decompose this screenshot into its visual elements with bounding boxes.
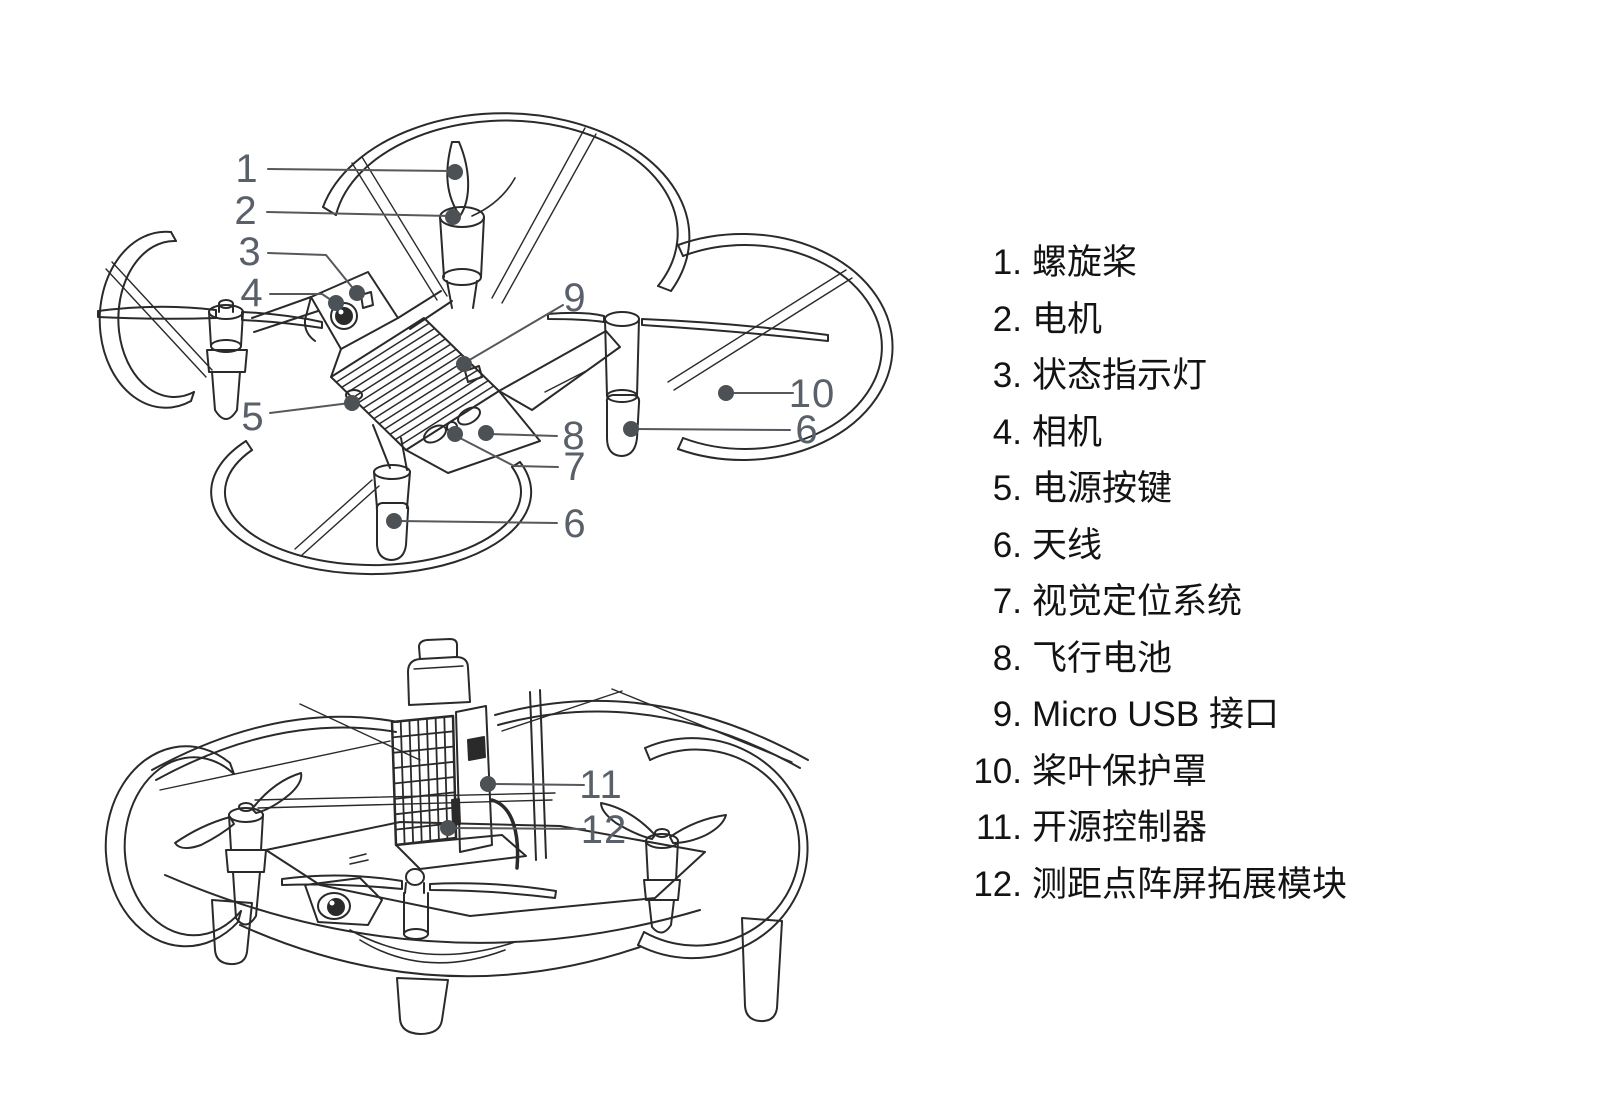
- module-top-clip: [418, 638, 458, 660]
- callout-label-6-right: 6: [795, 408, 819, 452]
- callout-label-5: 5: [241, 395, 265, 439]
- rear-propeller-guards: [151, 688, 809, 791]
- center-motor-propeller: [281, 868, 557, 940]
- landing-feet: [211, 899, 783, 1035]
- legend-item-6: 6.天线: [938, 517, 1347, 574]
- legend-item-5: 5. 电源按键: [938, 460, 1347, 517]
- brand-logo-mark: [349, 853, 369, 865]
- callout-label-2: 2: [234, 189, 258, 233]
- module-cable: [490, 798, 520, 870]
- top-motor-propeller: [439, 141, 516, 309]
- legend-item-number: 11.: [975, 808, 1022, 847]
- legend-item-number: 2.: [992, 299, 1022, 339]
- legend-item-7: 7. 视觉定位系统: [938, 573, 1347, 630]
- legend-item-label: 天线: [1032, 525, 1103, 565]
- right-motor-antenna: [547, 311, 829, 457]
- legend-item-label: 视觉定位系统: [1032, 582, 1243, 621]
- legend-item-number: 4.: [992, 412, 1022, 452]
- antenna-right: [605, 394, 641, 457]
- dot-matrix-screen: [390, 714, 458, 847]
- callout-label-4: 4: [240, 271, 264, 315]
- legend-item-4: 4.相机: [938, 404, 1347, 461]
- micro-usb-port: [464, 365, 483, 383]
- legend-item-label: 螺旋桨: [1032, 243, 1138, 282]
- legend-item-number: 5.: [992, 469, 1022, 508]
- legend-item-2: 2.电机: [938, 291, 1347, 348]
- drone-bottom-view: [104, 638, 809, 1035]
- module-base: [395, 834, 527, 870]
- legend-item-number: 10.: [973, 751, 1022, 791]
- legend-item-12: 12.测距点阵屏拓展模块: [938, 856, 1347, 913]
- legend-item-label: 开源控制器: [1032, 808, 1208, 847]
- left-motor-bottom-view: [174, 772, 303, 926]
- legend-item-10: 10.桨叶保护罩: [938, 743, 1347, 800]
- legend-item-label: 测距点阵屏拓展模块: [1032, 864, 1348, 904]
- legend-item-9: 9. Micro USB 接口: [938, 686, 1347, 743]
- callout-label-8: 8: [562, 414, 586, 458]
- legend-item-11: 11. 开源控制器: [938, 799, 1347, 856]
- status-indicator: [360, 291, 374, 309]
- legend-item-number: 3.: [992, 356, 1022, 395]
- legend-item-label: 状态指示灯: [1032, 356, 1208, 395]
- drone-top-view: [97, 112, 894, 576]
- legend-item-label: 电源按键: [1032, 469, 1173, 508]
- legend-item-number: 7.: [992, 582, 1022, 621]
- legend-item-number: 9.: [992, 695, 1022, 734]
- legend-item-number: 1.: [992, 243, 1022, 282]
- callout-label-11: 11: [579, 763, 623, 807]
- callout-label-1: 1: [235, 147, 259, 191]
- legend-item-8: 8.飞行电池: [938, 630, 1347, 687]
- propeller-guards-top-view: [98, 112, 894, 576]
- bottom-motor-antenna: [372, 424, 411, 561]
- callout-label-6-bottom: 6: [563, 502, 587, 546]
- left-motor-propeller: [97, 299, 323, 420]
- camera-front: [317, 892, 351, 920]
- callout-dots: [328, 164, 734, 836]
- antenna-bottom: [375, 502, 410, 561]
- expansion-module: [390, 638, 547, 870]
- drone-body-bottom-view: [265, 821, 706, 926]
- legend-item-label: 飞行电池: [1032, 638, 1173, 678]
- front-propeller-guards: [104, 737, 809, 978]
- right-motor-bottom-view: [600, 802, 727, 934]
- vision-positioning-sensor: [423, 424, 447, 444]
- callout-leader-lines: [266, 168, 794, 830]
- legend-item-1: 1. 螺旋桨: [938, 234, 1347, 291]
- legend-item-3: 3. 状态指示灯: [938, 347, 1347, 404]
- callout-label-3: 3: [238, 230, 262, 274]
- legend-item-label: 电机: [1032, 299, 1103, 339]
- callout-label-7: 7: [563, 445, 587, 489]
- parts-legend: 1. 螺旋桨 2.电机 3. 状态指示灯 4.相机 5. 电源按键 6.天线 7. 视觉…: [938, 234, 1347, 912]
- legend-item-number: 8.: [992, 638, 1022, 678]
- camera-face: [310, 271, 399, 350]
- callout-label-12: 12: [580, 808, 628, 852]
- callout-label-10: 10: [788, 372, 836, 416]
- drone-body-top-view: [251, 271, 621, 474]
- legend-item-number: 6.: [992, 525, 1022, 565]
- legend-item-label: 桨叶保护罩: [1032, 751, 1208, 791]
- legend-item-label: Micro USB 接口: [1032, 695, 1279, 734]
- legend-item-number: 12.: [973, 864, 1022, 904]
- legend-item-label: 相机: [1032, 412, 1103, 452]
- callout-label-9: 9: [563, 276, 587, 320]
- module-usb-port: [467, 736, 486, 761]
